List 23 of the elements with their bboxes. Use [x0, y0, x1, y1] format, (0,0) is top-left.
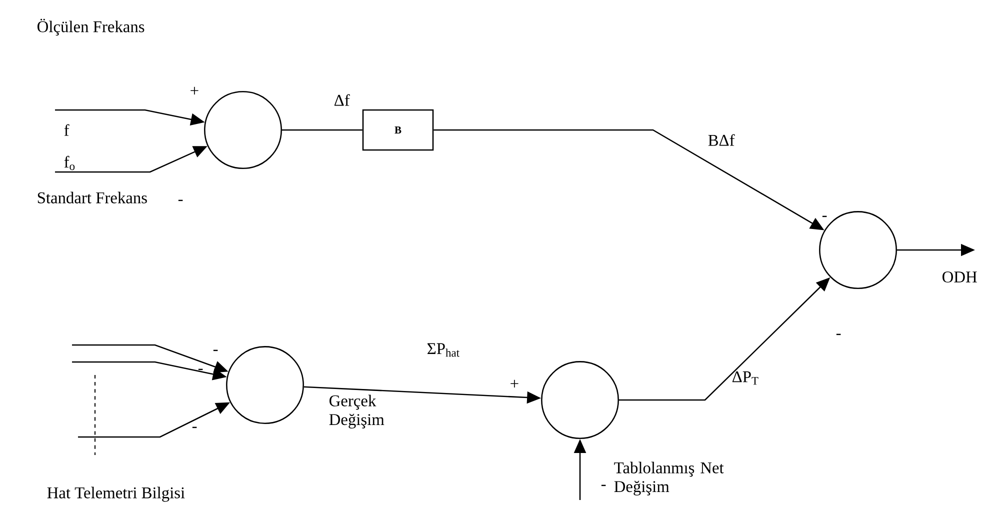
edge-label: BΔf — [708, 134, 735, 146]
edge-label: ΔP$_{T}$ — [732, 371, 758, 385]
sign-label: - — [178, 200, 183, 202]
edge-label: ODH — [942, 272, 977, 283]
edge-label: ΣP$_{hat}$ — [427, 343, 460, 357]
sign-label: - — [836, 334, 841, 336]
sign-label: + — [510, 380, 518, 388]
summing-junction — [204, 91, 282, 169]
block-box: B — [362, 109, 434, 151]
sign-label: - — [192, 426, 197, 428]
sign-label: - — [213, 350, 218, 352]
summing-junction — [819, 211, 897, 289]
sign-label: - — [601, 484, 606, 486]
edge-label: Δf — [334, 94, 350, 106]
edge-label: f — [64, 124, 70, 136]
sign-label: - — [822, 216, 827, 218]
text-label: Ölçülen Frekans — [38, 18, 144, 36]
text-label: Hat Telemetri Bilgisi — [47, 486, 185, 502]
sign-label: + — [190, 86, 198, 94]
summing-junction — [541, 361, 619, 439]
edge-label: f$_{o}$ — [64, 156, 75, 170]
sign-label: - — [198, 368, 203, 370]
summing-junction — [226, 346, 304, 424]
